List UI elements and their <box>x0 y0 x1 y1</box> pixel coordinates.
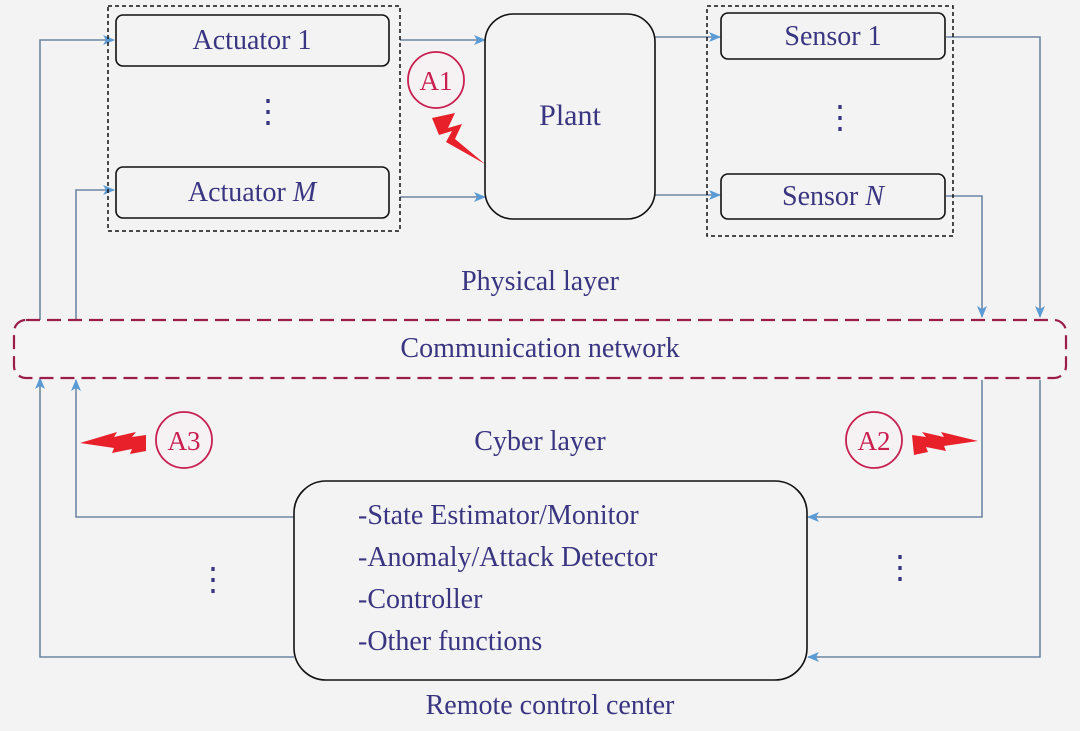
attack-a2: A2 <box>845 411 978 469</box>
attack-a1-label: A1 <box>420 66 453 96</box>
remote-control-center-box <box>293 480 808 681</box>
arrow-network-to-actuator1 <box>39 35 115 320</box>
actuator-1-label: Actuator 1 <box>193 25 312 56</box>
arrow-center-to-network-b <box>35 377 294 658</box>
cyber-layer-label: Cyber layer <box>474 426 606 457</box>
right-ellipsis: ⋮ <box>884 549 916 585</box>
arrow-sensor1-to-network <box>946 36 1045 318</box>
actuator-m-box <box>115 166 390 219</box>
sensor-ellipsis: ⋮ <box>824 99 856 135</box>
attack-a2-circle <box>845 411 903 469</box>
arrow-center-to-network-a <box>71 379 294 518</box>
actuator-m-label: Actuator M <box>188 177 318 208</box>
arrow-network-to-actuatorM <box>75 185 115 320</box>
lightning-a2-icon <box>912 432 978 455</box>
plant-box <box>484 13 656 220</box>
sensor-group-border <box>706 5 954 237</box>
sensor-n-box <box>720 173 946 220</box>
plant-label: Plant <box>539 99 601 132</box>
center-function-state-estimator: -State Estimator/Monitor <box>358 500 639 531</box>
lightning-a3-icon <box>80 432 146 454</box>
attack-a1: A1 <box>407 51 485 164</box>
center-function-other: -Other functions <box>358 626 542 657</box>
attack-a1-circle <box>407 51 465 109</box>
remote-control-center-label: Remote control center <box>426 690 675 721</box>
attack-a3-label: A3 <box>168 426 201 456</box>
signal-lines <box>35 32 1045 662</box>
center-function-anomaly-detector: -Anomaly/Attack Detector <box>358 542 658 573</box>
communication-network-label: Communication network <box>400 333 679 364</box>
attack-a2-label: A2 <box>858 426 891 456</box>
arrow-sensorN-to-network <box>946 195 987 318</box>
left-ellipsis: ⋮ <box>197 561 229 597</box>
sensor-1-box <box>720 12 946 60</box>
actuator-1-box <box>115 14 390 67</box>
lightning-a1-icon <box>432 113 485 164</box>
attack-a3-circle <box>155 411 213 469</box>
arrow-network-to-center-b <box>807 380 1041 662</box>
actuator-ellipsis: ⋮ <box>252 93 284 129</box>
center-function-controller: -Controller <box>358 584 483 615</box>
sensor-n-label: Sensor N <box>782 181 885 212</box>
sensor-1-label: Sensor 1 <box>784 21 881 52</box>
physical-layer-label: Physical layer <box>461 266 620 297</box>
communication-network-box <box>12 318 1068 380</box>
arrow-network-to-center-a <box>807 380 983 522</box>
attack-a3: A3 <box>80 411 213 469</box>
